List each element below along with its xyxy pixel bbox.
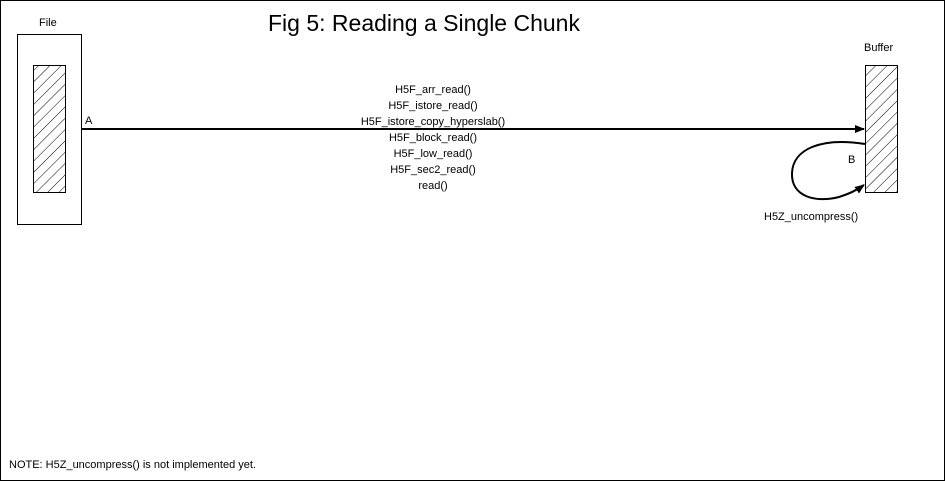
file-label: File bbox=[39, 17, 57, 29]
call-stack-item: H5F_block_read() bbox=[388, 132, 478, 144]
call-stack-item: H5F_arr_read() bbox=[395, 84, 471, 96]
buffer-chunk bbox=[865, 65, 898, 193]
figure-title: Fig 5: Reading a Single Chunk bbox=[268, 10, 580, 36]
buffer-label: Buffer bbox=[864, 42, 894, 54]
call-stack-item: H5F_sec2_read() bbox=[390, 164, 476, 176]
call-stack-item: H5F_istore_read() bbox=[388, 100, 478, 112]
point-b-label: B bbox=[848, 154, 856, 166]
uncompress-label: H5Z_uncompress() bbox=[764, 211, 859, 223]
footnote: NOTE: H5Z_uncompress() is not implemente… bbox=[9, 459, 256, 471]
uncompress-loop-arrow bbox=[790, 141, 866, 201]
call-stack-item: H5F_istore_copy_hyperslab() bbox=[360, 116, 506, 128]
file-chunk bbox=[33, 65, 66, 193]
call-stack-item: H5F_low_read() bbox=[393, 148, 473, 160]
call-stack: H5F_arr_read() H5F_istore_read() H5F_ist… bbox=[333, 82, 533, 194]
point-a-label: A bbox=[85, 115, 93, 127]
call-stack-item: read() bbox=[418, 180, 448, 192]
